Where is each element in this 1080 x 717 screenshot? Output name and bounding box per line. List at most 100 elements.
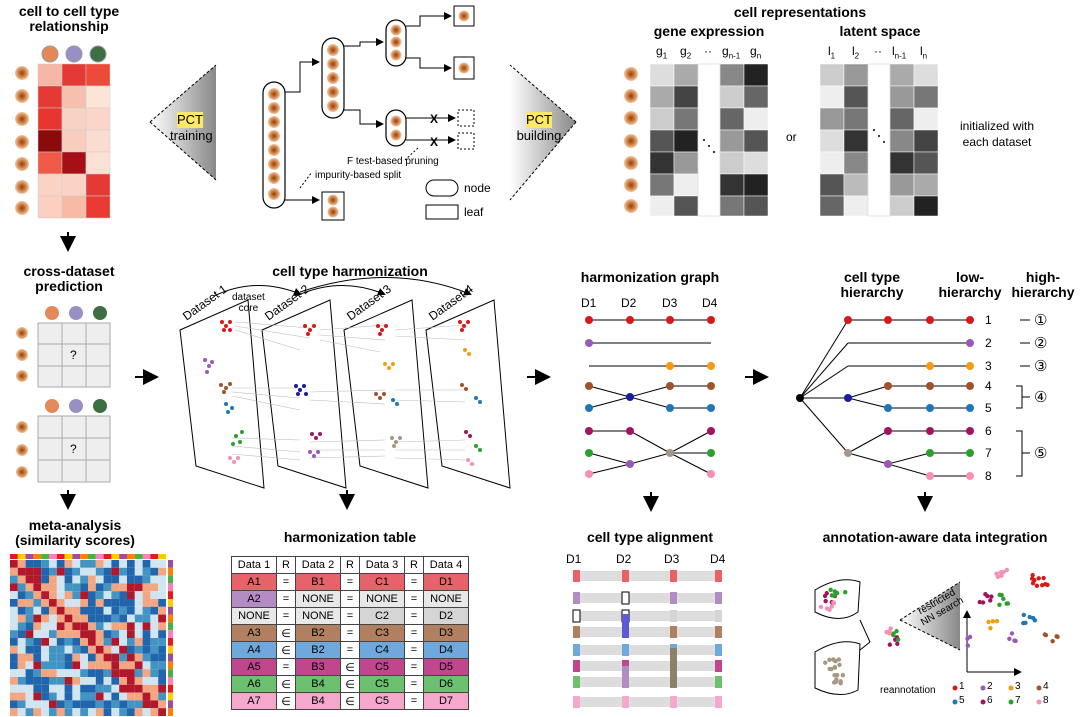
gene-expression-matrix <box>649 63 769 217</box>
pruning-label: F test-based pruning <box>347 156 439 167</box>
table-cell: ∈ <box>276 692 296 710</box>
panel-i-title: cell type alignment <box>586 529 714 545</box>
high-number-5: ⑤ <box>1034 445 1048 462</box>
unknown-mark-2: ? <box>70 442 77 456</box>
table-cell: D1 <box>423 573 469 591</box>
table-cell: B4 <box>295 675 341 693</box>
reannotation-legend-item: 3 <box>1015 681 1021 692</box>
prune-mark-1: X <box>430 112 438 126</box>
table-cell: B2 <box>295 641 341 659</box>
panel-a-title: cell to cell type relationship <box>14 4 124 34</box>
table-header-cell: R <box>404 556 424 574</box>
table-cell: C4 <box>359 641 405 659</box>
reannotation-legend-item: 8 <box>1043 695 1049 706</box>
cell-type-alignment <box>572 570 722 708</box>
panel-d-title: cell type harmonization <box>272 263 428 279</box>
table-header-cell: R <box>276 556 296 574</box>
low-number-2: 2 <box>985 336 992 350</box>
integration-graphic <box>814 579 1022 695</box>
pct-building-label-2: building <box>516 128 562 143</box>
or-label: or <box>786 130 797 144</box>
init-label-2: each dataset <box>962 135 1032 149</box>
panel-f-col2-line1: low- <box>956 269 984 285</box>
table-header-cell: Data 2 <box>295 556 341 574</box>
panel-g-title: meta-analysis (similarity scores) <box>10 518 140 548</box>
table-cell: C5 <box>359 675 405 693</box>
table-cell: ∈ <box>340 692 360 710</box>
reannotation-legend-item: 4 <box>1043 681 1049 692</box>
reannotation-legend-item: 1 <box>959 681 965 692</box>
panel-c-title: cross-dataset prediction <box>14 264 124 294</box>
table-header-cell: Data 4 <box>423 556 469 574</box>
gene-col-labels: g1 g2 ·· gn-1 gn <box>656 44 762 61</box>
reannotation-label: reannotation <box>880 685 936 696</box>
cell-type-hierarchy-tree <box>799 319 970 477</box>
table-cell: C1 <box>359 573 405 591</box>
legend-leaf-shape <box>425 204 459 220</box>
table-cell: C5 <box>359 692 405 710</box>
table-row: A3∈B2=C3=D3 <box>231 624 469 642</box>
table-row: NONE=NONE=C2=D2 <box>231 607 469 625</box>
high-number-3: ③ <box>1034 358 1048 375</box>
table-cell: = <box>340 641 360 659</box>
legend-dot <box>1036 685 1042 691</box>
legend-dot <box>980 685 986 691</box>
reannotation-legend-item: 6 <box>987 695 993 706</box>
table-cell: = <box>404 658 424 676</box>
table-cell: D5 <box>423 658 469 676</box>
cell-type-icon-3 <box>89 45 107 63</box>
cell-column-b <box>624 67 638 213</box>
table-cell: ∈ <box>276 675 296 693</box>
low-number-8: 8 <box>985 469 992 483</box>
table-cell: = <box>340 624 360 642</box>
low-number-7: 7 <box>985 446 992 460</box>
legend-dot <box>1008 685 1014 691</box>
low-number-5: 5 <box>985 401 992 415</box>
reannotation-legend-item: 5 <box>959 695 965 706</box>
legend-dot <box>980 699 986 705</box>
integration-dots <box>818 567 1060 686</box>
init-label: initialized with each dataset <box>960 118 1034 150</box>
table-cell: C5 <box>359 658 405 676</box>
reannotation-legend-item: 2 <box>987 681 993 692</box>
dataset-core-label-2: core <box>238 303 259 314</box>
table-row: A7∈B4∈C5=D7 <box>231 692 469 710</box>
legend-dot <box>952 699 958 705</box>
table-cell: = <box>404 624 424 642</box>
panel-f-col2-line2: hierarchy <box>938 284 1002 300</box>
panel-f-col1-line2: hierarchy <box>840 284 904 300</box>
table-cell: = <box>276 658 296 676</box>
legend-dot <box>952 685 958 691</box>
table-cell: = <box>276 590 296 608</box>
table-row: A4∈B2=C4=D4 <box>231 641 469 659</box>
panel-a-title-line2: relationship <box>29 18 109 34</box>
align-d2: D2 <box>616 552 632 566</box>
legend-node-label: node <box>464 181 491 195</box>
panel-e-title: harmonization graph <box>580 269 720 285</box>
pct-training-label-2: training <box>170 128 213 143</box>
cell-type-icons <box>41 45 107 63</box>
reannotation-legend-dots <box>952 685 1042 705</box>
split-label: impurity-based split <box>315 170 402 181</box>
table-cell: D2 <box>423 607 469 625</box>
unknown-mark-1: ? <box>70 348 77 362</box>
panel-g-title-line2: (similarity scores) <box>15 532 135 548</box>
panel-a-title-line1: cell to cell type <box>18 3 120 19</box>
panel-j-title: annotation-aware data integration <box>822 529 1048 545</box>
table-cell: B3 <box>295 658 341 676</box>
table-cell: D7 <box>423 692 469 710</box>
legend-dot <box>1036 699 1042 705</box>
low-number-6: 6 <box>985 424 992 438</box>
table-cell: = <box>340 607 360 625</box>
reannotation-legend-item: 7 <box>1015 695 1021 706</box>
table-cell: A5 <box>231 658 277 676</box>
table-cell: ∈ <box>276 624 296 642</box>
graph-d3: D3 <box>662 296 678 310</box>
panel-b-title: cell representations <box>733 4 867 20</box>
table-cell: = <box>340 573 360 591</box>
panel-f-col1-line1: cell type <box>843 269 901 285</box>
table-cell: D3 <box>423 624 469 642</box>
dataset-core-label-1: dataset <box>232 292 265 303</box>
